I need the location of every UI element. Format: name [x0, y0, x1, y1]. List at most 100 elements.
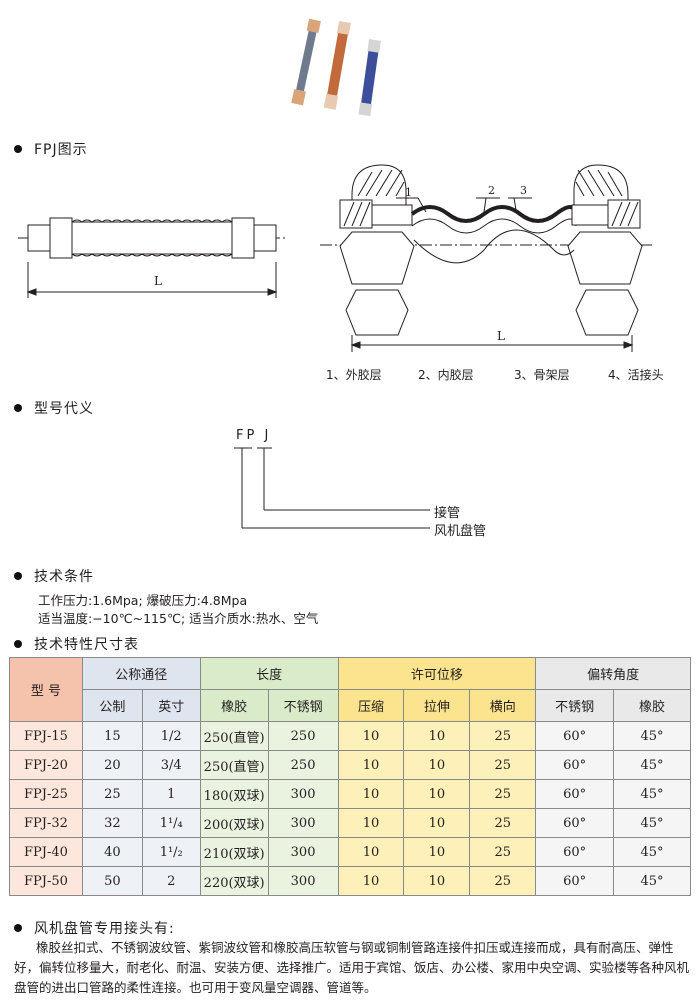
bullet-icon	[14, 404, 22, 412]
table-cell: 50	[81, 866, 143, 896]
table-cell: 60°	[535, 837, 615, 867]
table-cell: 25	[469, 837, 537, 867]
table-cell: 250(直管)	[199, 750, 269, 780]
table-cell: 15	[81, 721, 143, 751]
table-cell: 25	[469, 750, 537, 780]
table-cell: 32	[81, 808, 143, 838]
th-inch: 英寸	[141, 689, 201, 722]
table-cell: 10	[337, 721, 405, 751]
table-cell: 10	[337, 866, 405, 896]
table-cell: 1¹/₄	[141, 808, 201, 838]
th-ang-rubber: 橡胶	[613, 689, 691, 722]
legend-item-2: 2、内胶层	[418, 368, 474, 382]
table-cell: FPJ-25	[9, 779, 83, 809]
heading-tech: 技术条件	[14, 566, 94, 586]
table-cell: 3/4	[141, 750, 201, 780]
table-cell: 250	[267, 750, 339, 780]
table-cell: 10	[403, 721, 471, 751]
table-cell: 300	[267, 866, 339, 896]
callout-2: 2	[488, 184, 495, 197]
table-cell: 10	[403, 866, 471, 896]
table-cell: 40	[81, 837, 143, 867]
table-cell: 250(直管)	[199, 721, 269, 751]
table-cell: 25	[469, 779, 537, 809]
table-cell: 180(双球)	[199, 779, 269, 809]
th-type: 型 号	[9, 657, 83, 722]
table-cell: 25	[81, 779, 143, 809]
table-cell: 10	[337, 808, 405, 838]
table-cell: 10	[403, 779, 471, 809]
connector-description: 橡胶丝扣式、不锈钢波纹管、紫铜波纹管和橡胶高压软管与钢或铜制管路连接件扣压或连接…	[14, 940, 690, 995]
bullet-icon	[14, 572, 22, 580]
table-cell: 2	[141, 866, 201, 896]
product-photo	[291, 18, 381, 117]
model-code-letters: FP J	[236, 428, 272, 443]
table-cell: FPJ-40	[9, 837, 83, 867]
table-cell: 10	[337, 779, 405, 809]
th-lateral: 横向	[469, 689, 537, 722]
table-cell: 10	[337, 837, 405, 867]
technical-drawing: L L 1 2 3	[18, 18, 655, 352]
table-cell: 250	[267, 721, 339, 751]
table-cell: 25	[469, 721, 537, 751]
bullet-icon	[14, 640, 22, 648]
table-cell: 45°	[613, 808, 691, 838]
table-cell: 45°	[613, 779, 691, 809]
th-len-rubber: 橡胶	[199, 689, 269, 722]
table-cell: 25	[469, 866, 537, 896]
th-dn: 公称通径	[81, 657, 201, 690]
th-compress: 压缩	[337, 689, 405, 722]
th-length: 长度	[199, 657, 339, 690]
table-cell: FPJ-20	[9, 750, 83, 780]
heading-model: 型号代义	[14, 398, 94, 418]
table-cell: 300	[267, 779, 339, 809]
table-cell: 45°	[613, 837, 691, 867]
table-cell: 300	[267, 837, 339, 867]
table-cell: 10	[403, 808, 471, 838]
bullet-icon	[14, 924, 22, 932]
legend-item-3: 3、骨架层	[514, 368, 570, 382]
tech-temperature: 适当温度:−10℃~115℃; 适当介质水:热水、空气	[38, 611, 319, 626]
table-cell: 25	[469, 808, 537, 838]
length-label-left: L	[154, 274, 162, 288]
table-cell: 210(双球)	[199, 837, 269, 867]
th-metric: 公制	[81, 689, 143, 722]
table-cell: 10	[403, 750, 471, 780]
model-code-part-fp: 风机盘管	[434, 524, 487, 539]
table-cell: 20	[81, 750, 143, 780]
heading-connector: 风机盘管专用接头有:	[14, 918, 175, 938]
joint-drawing	[320, 164, 655, 352]
table-cell: 1	[141, 779, 201, 809]
hose-drawing	[18, 217, 285, 298]
table-cell: 45°	[613, 750, 691, 780]
model-code-diagram	[234, 447, 430, 529]
spec-table: 型 号 公称通径 长度 许可位移 偏转角度 公制 英寸 橡胶 不锈钢 压缩 拉伸…	[9, 657, 691, 896]
th-movement: 许可位移	[337, 657, 537, 690]
table-cell: FPJ-15	[9, 721, 83, 751]
table-cell: 45°	[613, 866, 691, 896]
table-cell: 1/2	[141, 721, 201, 751]
th-stretch: 拉伸	[403, 689, 471, 722]
table-cell: 1¹/₂	[141, 837, 201, 867]
table-cell: 60°	[535, 779, 615, 809]
heading-table: 技术特性尺寸表	[14, 634, 139, 654]
tech-pressure: 工作压力:1.6Mpa; 爆破压力:4.8Mpa	[38, 593, 248, 608]
table-cell: FPJ-32	[9, 808, 83, 838]
table-cell: 10	[337, 750, 405, 780]
bullet-icon	[14, 145, 22, 153]
heading-diagram: FPJ图示	[14, 139, 88, 159]
table-cell: 60°	[535, 721, 615, 751]
table-cell: 60°	[535, 866, 615, 896]
legend-item-4: 4、活接头	[608, 368, 664, 382]
callout-1: 1	[405, 186, 412, 199]
th-ang-steel: 不锈钢	[535, 689, 615, 722]
table-cell: 220(双球)	[199, 866, 269, 896]
table-cell: FPJ-50	[9, 866, 83, 896]
length-label-right: L	[497, 329, 505, 343]
legend-item-1: 1、外胶层	[326, 368, 382, 382]
